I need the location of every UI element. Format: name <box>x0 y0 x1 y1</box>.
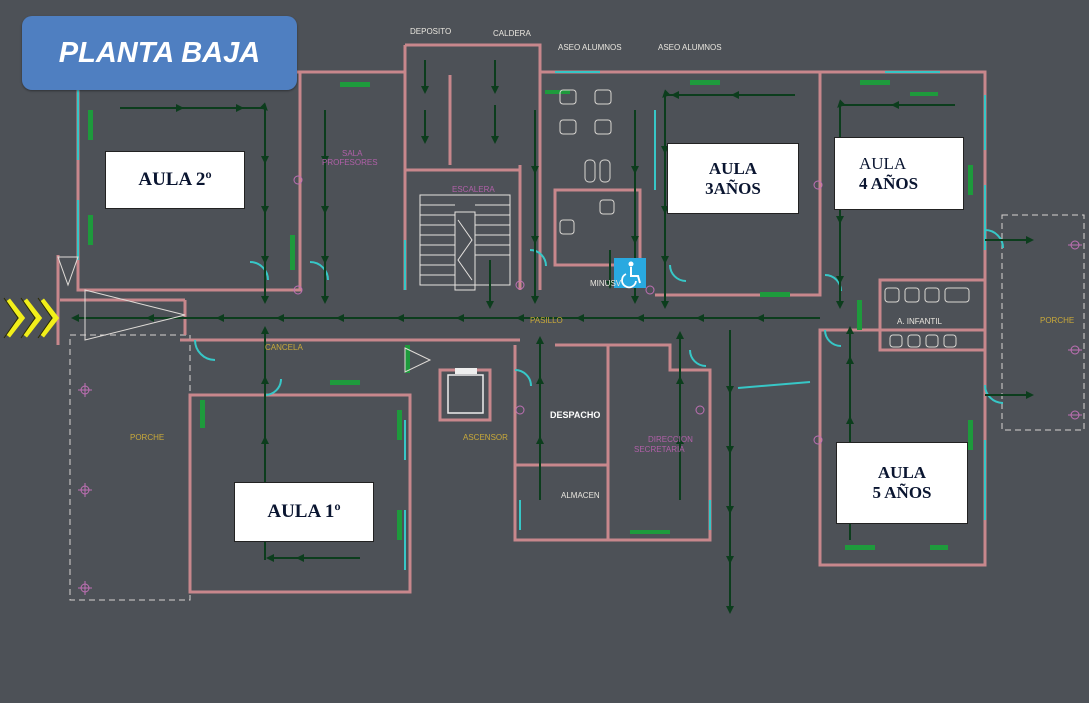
room-label-aula-2: AULA 2º <box>105 151 245 209</box>
page-title: PLANTA BAJA <box>22 16 297 90</box>
entry-chevrons-icon <box>6 298 60 338</box>
room-label-aula-4: AULA 4 AÑOS <box>834 137 964 210</box>
room-label-aula-5-line1: AULA <box>877 463 927 483</box>
label-minusv: MINUSV <box>590 279 622 288</box>
label-almacen: ALMACEN <box>561 491 600 500</box>
label-deposito: DEPOSITO <box>410 27 451 36</box>
label-pasillo: PASILLO <box>530 316 563 325</box>
room-label-aula-4-line2: 4 AÑOS <box>859 173 919 193</box>
room-label-aula-3-line2: 3AÑOS <box>705 178 761 198</box>
label-porche-left: PORCHE <box>130 433 164 442</box>
label-despacho: DESPACHO <box>550 410 600 420</box>
room-label-aula-5-line2: 5 AÑOS <box>872 483 932 502</box>
entrance-ramp <box>57 256 432 373</box>
room-label-aula-4-line1: AULA <box>859 153 907 173</box>
label-aseo-2: ASEO ALUMNOS <box>658 43 722 52</box>
label-ascensor: ASCENSOR <box>463 433 508 442</box>
room-label-aula-1-text: AULA 1º <box>267 501 341 523</box>
elevator-symbol <box>447 368 484 414</box>
room-label-aula-3-line1: AULA <box>708 158 758 178</box>
label-profesores: PROFESORES <box>322 158 378 167</box>
label-porche-right: PORCHE <box>1040 316 1074 325</box>
entry-chevrons-outline <box>3 297 53 339</box>
label-escalera: ESCALERA <box>452 185 495 194</box>
room-label-aula-1: AULA 1º <box>234 482 374 542</box>
wheelchair-icon <box>614 258 646 289</box>
label-cancela: CANCELA <box>265 343 303 352</box>
label-secretaria: SECRETARIA <box>634 445 685 454</box>
room-label-aula-3: AULA 3AÑOS <box>667 143 799 214</box>
label-direccion: DIRECCION <box>648 435 693 444</box>
lamp-symbols <box>78 175 1082 595</box>
safety-markers <box>88 80 973 550</box>
label-aseo-1: ASEO ALUMNOS <box>558 43 622 52</box>
staircase <box>419 194 511 291</box>
label-infantil: A. INFANTIL <box>897 317 942 326</box>
room-label-aula-2-text: AULA 2º <box>138 169 212 191</box>
label-caldera: CALDERA <box>493 29 531 38</box>
room-label-aula-5: AULA 5 AÑOS <box>836 442 968 524</box>
label-sala: SALA <box>342 149 363 158</box>
